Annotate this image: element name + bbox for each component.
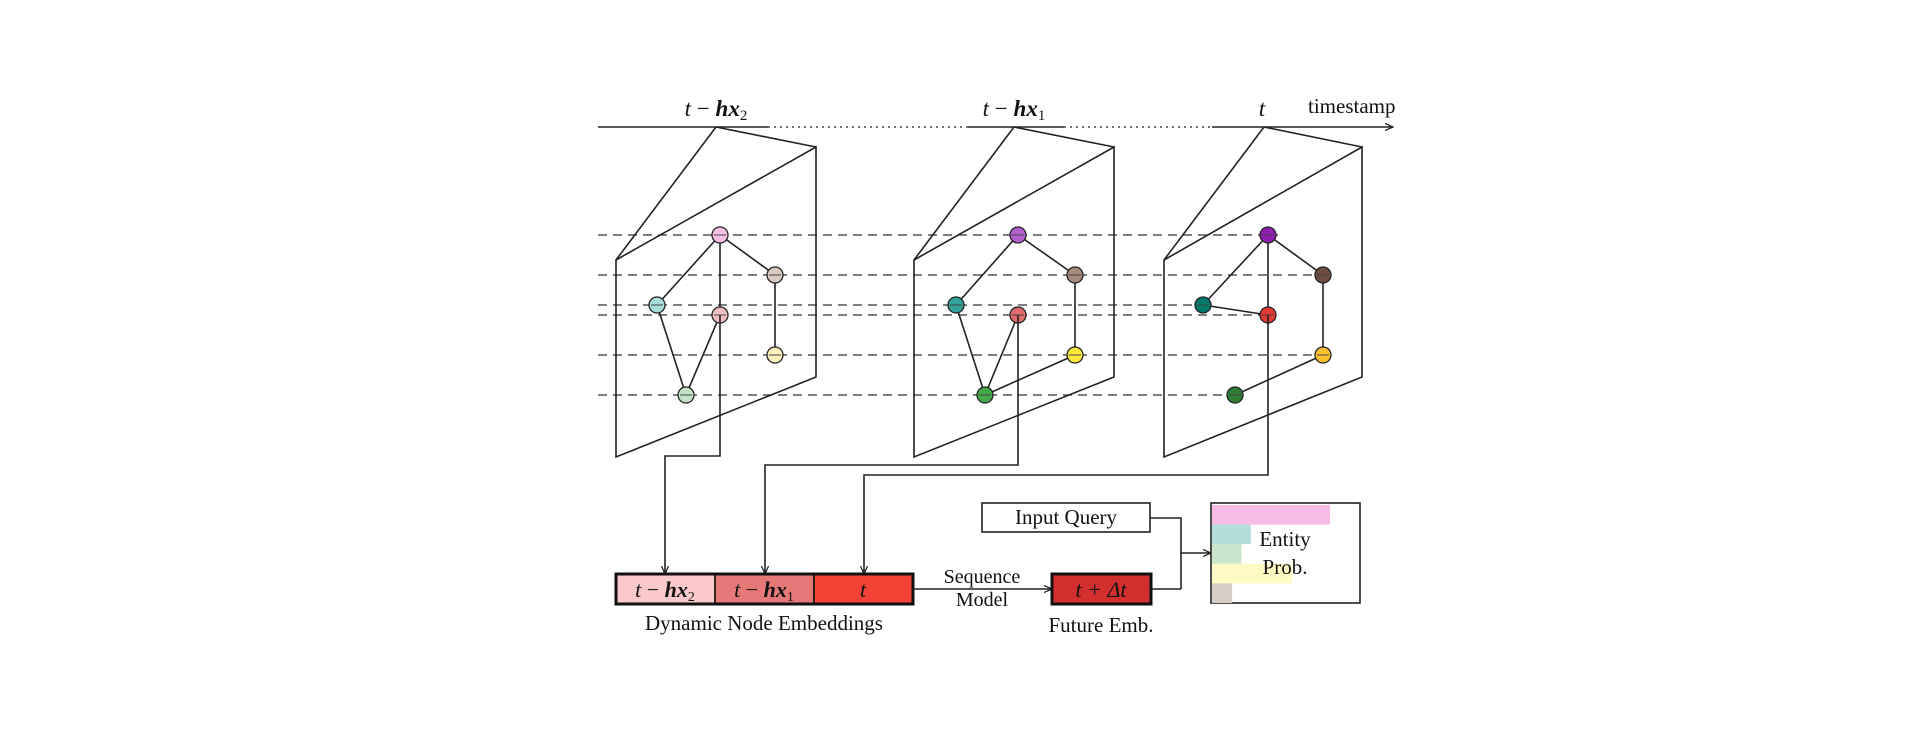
graph-edge xyxy=(1202,234,1269,306)
snapshot-plane xyxy=(913,145,1115,459)
snapshot-plane xyxy=(615,145,817,459)
graph-edge xyxy=(1267,234,1324,276)
graph-snapshot-2 xyxy=(913,126,1115,459)
projection-line xyxy=(1163,126,1265,261)
input-query-label: Input Query xyxy=(1015,505,1118,529)
embedding-connectors xyxy=(665,315,1269,574)
graph-edge xyxy=(955,234,1019,306)
graph-edge xyxy=(984,354,1076,396)
entity-prob-bar-1 xyxy=(1212,505,1330,525)
graph-edge xyxy=(656,234,721,306)
timestamp-label-t-minus-hx2: t − hx2 xyxy=(685,96,748,124)
future-embedding-caption: Future Emb. xyxy=(1049,613,1154,637)
graph-edge xyxy=(1234,354,1324,396)
entity-prob-bar-2 xyxy=(1212,524,1251,545)
projection-line xyxy=(913,126,1015,261)
entity-prob-bar-5 xyxy=(1212,583,1233,603)
graph-edge xyxy=(719,234,776,276)
embeddings-caption: Dynamic Node Embeddings xyxy=(645,611,883,635)
entity-prob-label-line2: Prob. xyxy=(1263,555,1308,579)
projection-line xyxy=(715,126,817,148)
connector-snapshot-2 xyxy=(765,315,1019,574)
graph-edge xyxy=(1017,234,1076,276)
entity-prob-bar-4 xyxy=(1212,563,1293,584)
projection-line xyxy=(615,126,717,261)
projection-line xyxy=(1263,126,1363,148)
sequence-model-label-line2: Model xyxy=(956,589,1009,611)
embedding-cell-t-minus-hx1 xyxy=(714,573,815,605)
future-embedding-label: t + Δt xyxy=(1076,577,1128,602)
connector-snapshot-3 xyxy=(864,315,1269,574)
entity-prob: Entity Prob. xyxy=(1210,502,1361,604)
future-embedding: t + Δt Future Emb. xyxy=(1049,572,1154,637)
graph-edge xyxy=(955,304,986,396)
embedding-label-t: t xyxy=(860,577,867,602)
graph-edge xyxy=(1202,304,1269,316)
embedding-label-t-minus-hx1: t − hx1 xyxy=(734,577,794,605)
entity-prob-bar-3 xyxy=(1212,544,1242,564)
projection-line xyxy=(1013,126,1115,148)
connector-snapshot-1 xyxy=(665,315,721,574)
future-embedding-box xyxy=(1050,572,1153,606)
timeline: t − hx2 t − hx1 t timestamp xyxy=(598,94,1396,127)
graph-edge xyxy=(685,314,721,396)
graph-snapshot-1 xyxy=(615,126,817,459)
snapshot-plane xyxy=(1163,145,1363,459)
timestamp-label-t-minus-hx1: t − hx1 xyxy=(983,96,1046,124)
dynamic-node-embeddings: t − hx2 t − hx1 t Dynamic Node Embedding… xyxy=(614,572,915,635)
sequence-model: Sequence Model xyxy=(913,566,1052,611)
graph-snapshots xyxy=(615,126,1363,459)
graph-edge xyxy=(656,304,687,396)
node-alignment-lines xyxy=(598,234,1325,396)
sequence-model-label-line1: Sequence xyxy=(944,566,1021,588)
input-query: Input Query xyxy=(981,502,1151,533)
timestamp-label-t: t xyxy=(1259,96,1266,121)
prob-connectors xyxy=(1150,517,1211,590)
graph-edge xyxy=(984,314,1019,396)
embedding-label-t-minus-hx2: t − hx2 xyxy=(635,577,695,605)
entity-prob-label-line1: Entity xyxy=(1259,527,1311,551)
graph-snapshot-3 xyxy=(1163,126,1363,459)
timeline-axis-label: timestamp xyxy=(1308,94,1396,118)
